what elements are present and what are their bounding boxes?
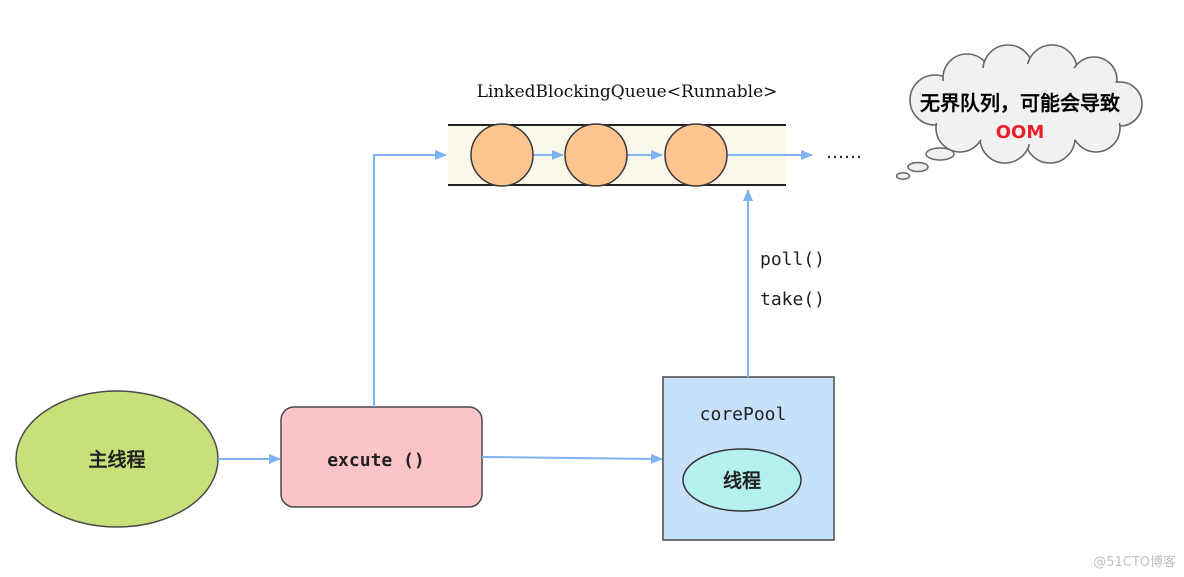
thought-cloud-icon (895, 44, 1143, 180)
oom-text: OOM (996, 122, 1045, 143)
thread-node (682, 448, 802, 512)
core-pool-label: corePool (700, 404, 787, 425)
take-label: take() (760, 289, 825, 310)
queue-task-2 (564, 123, 628, 187)
thread-label: 线程 (723, 469, 761, 492)
poll-label: poll() (760, 249, 825, 270)
main-thread-label: 主线程 (88, 448, 145, 471)
queue-label: LinkedBlockingQueue<Runnable> (477, 82, 778, 102)
queue-task-3 (664, 123, 728, 187)
thought-text: 无界队列，可能会导致 (920, 91, 1121, 115)
watermark: @51CTO博客 (1093, 554, 1176, 570)
queue-ellipsis: …… (826, 142, 862, 163)
execute-label: excute () (327, 450, 425, 471)
execute-to-queue-arrow (373, 150, 447, 407)
execute-to-corepool-arrow (481, 453, 663, 464)
queue-task-1 (470, 123, 534, 187)
